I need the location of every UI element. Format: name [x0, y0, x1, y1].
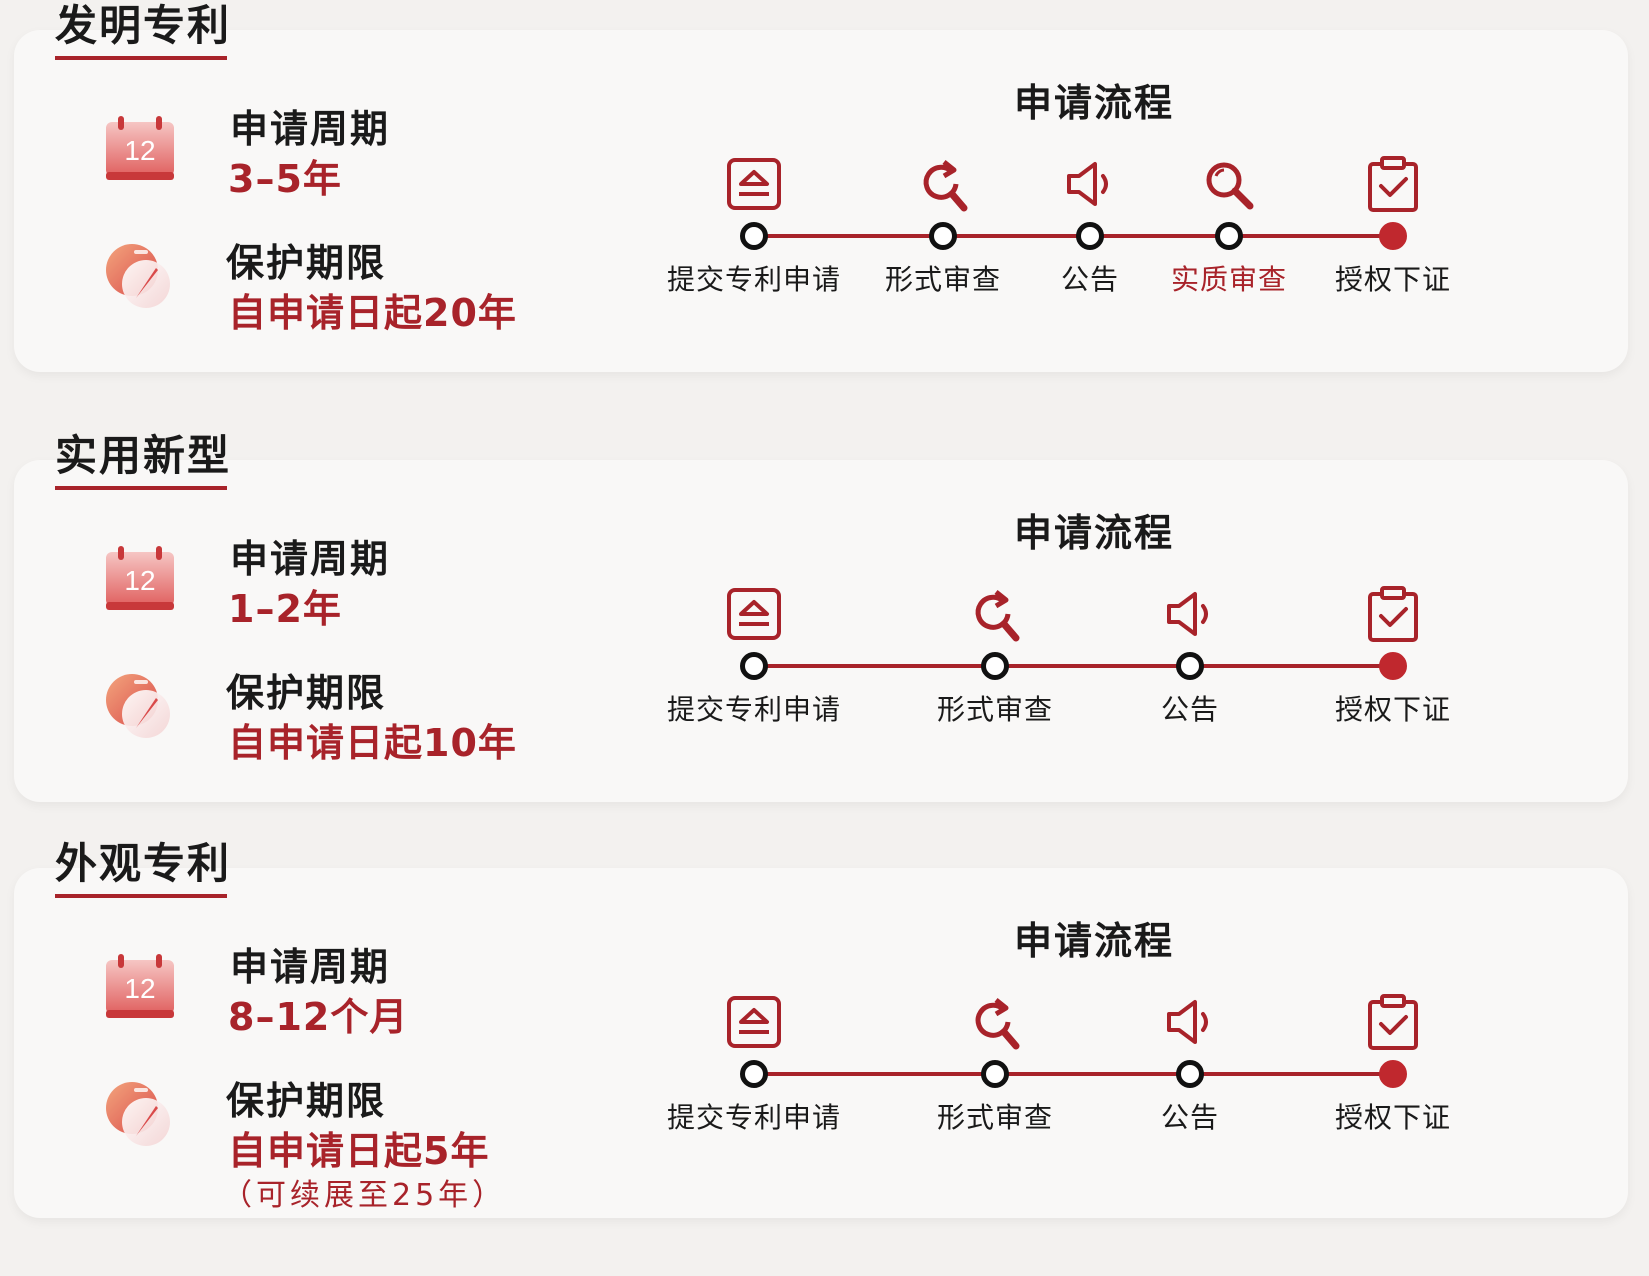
step-label: 提交专利申请: [666, 1101, 842, 1134]
magnify-icon: [1200, 154, 1258, 214]
step-node: [1379, 652, 1407, 680]
protect-value: 自申请日起10年: [228, 721, 517, 765]
cycle-label: 申请周期: [230, 537, 391, 581]
protect-note: （可续展至25年）: [222, 1178, 507, 1213]
patent-section: 发明专利 12 申请周期 3–5年 保护期限自申请日起20年 申请流程 提交专利申请…: [0, 0, 1649, 400]
section-title-underline: [55, 894, 227, 898]
flow-line: [754, 664, 1393, 668]
clipboard-check-icon: [1364, 154, 1422, 214]
cycle-value: 3–5年: [228, 157, 342, 201]
magnify-refresh-icon: [966, 992, 1024, 1052]
protection-period-icon: [100, 1074, 180, 1154]
calendar-number: 12: [124, 973, 155, 1004]
clipboard-check-icon: [1364, 584, 1422, 644]
protect-value: 自申请日起5年: [228, 1129, 490, 1173]
step-label: 授权下证: [1334, 263, 1452, 296]
step-label: 授权下证: [1334, 1101, 1452, 1134]
flow-title: 申请流程: [1013, 919, 1175, 963]
section-title: 外观专利: [55, 839, 232, 888]
megaphone-icon: [1161, 992, 1219, 1052]
flow-title: 申请流程: [1013, 511, 1175, 555]
step-label: 授权下证: [1334, 693, 1452, 726]
calendar-number: 12: [124, 135, 155, 166]
megaphone-icon: [1061, 154, 1119, 214]
step-node: [981, 1060, 1009, 1088]
step-node: [1379, 1060, 1407, 1088]
cycle-value: 1–2年: [228, 587, 342, 631]
flow-title: 申请流程: [1013, 81, 1175, 125]
step-node: [1176, 1060, 1204, 1088]
step-node: [740, 222, 768, 250]
calendar-number: 12: [124, 565, 155, 596]
patent-card: [14, 868, 1628, 1218]
step-node: [1076, 222, 1104, 250]
protect-label: 保护期限: [226, 241, 387, 285]
protect-value: 自申请日起20年: [228, 291, 517, 335]
section-title: 发明专利: [55, 1, 232, 50]
patent-card: [14, 30, 1628, 372]
upload-document-icon: [725, 154, 783, 214]
calendar-icon: 12: [100, 946, 180, 1026]
cycle-value: 8–12个月: [228, 995, 409, 1039]
step-label: 提交专利申请: [666, 263, 842, 296]
cycle-label: 申请周期: [230, 107, 391, 151]
protection-period-icon: [100, 666, 180, 746]
step-node: [981, 652, 1009, 680]
step-label: 形式审查: [936, 1101, 1054, 1134]
section-title: 实用新型: [55, 431, 232, 480]
section-title-underline: [55, 486, 227, 490]
section-title-underline: [55, 56, 227, 60]
patent-card: [14, 460, 1628, 802]
step-label: 提交专利申请: [666, 693, 842, 726]
patent-section: 外观专利 12 申请周期 8–12个月 保护期限自申请日起5年 （可续展至25年） 申…: [0, 838, 1649, 1238]
step-label: 形式审查: [936, 693, 1054, 726]
step-label: 形式审查: [884, 263, 1002, 296]
megaphone-icon: [1161, 584, 1219, 644]
step-label: 公告: [1160, 693, 1220, 726]
protect-label: 保护期限: [226, 671, 387, 715]
calendar-icon: 12: [100, 108, 180, 188]
flow-line: [754, 1072, 1393, 1076]
step-node: [1176, 652, 1204, 680]
protection-period-icon: [100, 236, 180, 316]
magnify-refresh-icon: [914, 154, 972, 214]
magnify-refresh-icon: [966, 584, 1024, 644]
step-node: [740, 652, 768, 680]
upload-document-icon: [725, 992, 783, 1052]
protect-label: 保护期限: [226, 1079, 387, 1123]
flow-line: [754, 234, 1393, 238]
step-label: 实质审查: [1170, 263, 1288, 296]
step-node: [1379, 222, 1407, 250]
step-node: [929, 222, 957, 250]
cycle-label: 申请周期: [230, 945, 391, 989]
step-label: 公告: [1060, 263, 1120, 296]
calendar-icon: 12: [100, 538, 180, 618]
step-label: 公告: [1160, 1101, 1220, 1134]
patent-section: 实用新型 12 申请周期 1–2年 保护期限自申请日起10年 申请流程 提交专利申请…: [0, 430, 1649, 830]
upload-document-icon: [725, 584, 783, 644]
step-node: [1215, 222, 1243, 250]
step-node: [740, 1060, 768, 1088]
clipboard-check-icon: [1364, 992, 1422, 1052]
